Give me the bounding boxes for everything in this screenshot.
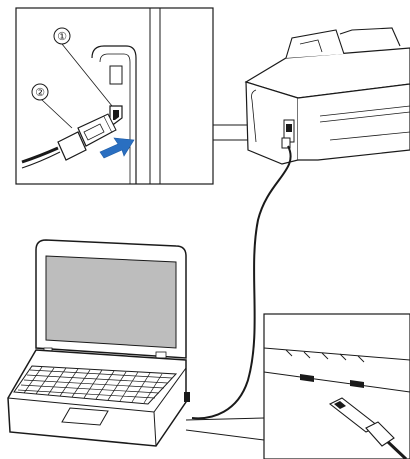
callout-2-label: ②: [35, 86, 45, 99]
detail-inset-laptop-port: [264, 314, 410, 459]
callout-1: ①: [54, 28, 70, 44]
callout-2: ②: [32, 84, 48, 100]
laptop-icon: [8, 240, 190, 446]
callout-1-label: ①: [57, 30, 67, 43]
cutting-machine-icon: [246, 28, 410, 164]
detail-inset-port: ① ②: [16, 8, 213, 184]
